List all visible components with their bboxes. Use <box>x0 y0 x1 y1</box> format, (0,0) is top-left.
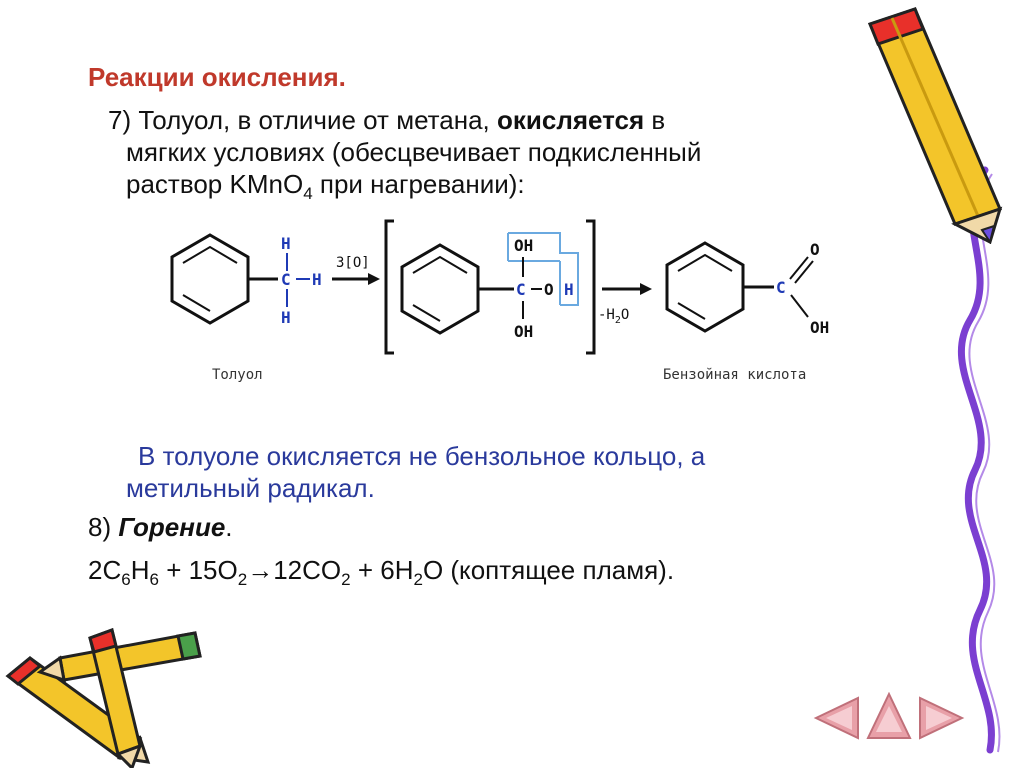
oxidant-label: 3[O] <box>336 255 370 271</box>
paragraph-7: 7) Толуол, в отличие от метана, окисляет… <box>108 104 908 203</box>
group-oh-acid: OH <box>810 318 829 337</box>
bold-word: окисляется <box>497 105 645 135</box>
text-a: Толуол, в отличие от метана, <box>138 105 490 135</box>
line-2: мягких условиях (обесцвечивает подкислен… <box>126 137 702 167</box>
group-oh-top: OH <box>514 236 533 255</box>
note-line-1: В толуоле окисляется не бензольное кольц… <box>138 441 706 471</box>
pencil-bundle-icon <box>5 628 202 768</box>
pencil-icon <box>867 7 1003 244</box>
vine-decoration <box>957 166 1001 754</box>
atom-h-right: H <box>312 270 322 289</box>
combustion-equation: 2C6H6 + 15O2→12CO2 + 6H2O (коптящее плам… <box>88 555 675 589</box>
title-dot: . <box>225 512 233 542</box>
benzene-ring-3 <box>665 241 745 333</box>
combustion-title: Горение <box>118 512 226 542</box>
item-number: 7) <box>108 105 132 135</box>
note-line-2: метильный радикал. <box>126 473 375 503</box>
atom-o-mid: O <box>544 280 554 299</box>
atom-o-double: O <box>810 240 820 259</box>
note-paragraph: В толуоле окисляется не бензольное кольц… <box>126 440 926 504</box>
atom-h-bottom: H <box>281 308 291 327</box>
nav-next-icon[interactable] <box>918 696 966 740</box>
atom-h-top: H <box>281 234 291 253</box>
atom-h-mid: H <box>564 280 574 299</box>
nav-home-icon[interactable] <box>866 692 912 740</box>
item-number-8: 8) <box>88 512 112 542</box>
paragraph-8: 8) Горение. <box>88 512 233 543</box>
arrow-icon: → <box>247 555 274 585</box>
benzene-ring-2 <box>400 243 480 335</box>
label-benzoic-acid: Бензойная кислота <box>663 367 806 383</box>
minus-water-label: -H2O <box>598 307 629 326</box>
text-b: в <box>651 105 666 135</box>
atom-c3: C <box>776 278 786 297</box>
benzene-ring-1 <box>170 233 250 325</box>
nav-prev-icon[interactable] <box>812 696 860 740</box>
reaction-scheme: H C H H 3[O] OH C O H OH <box>170 219 829 383</box>
group-oh-bottom: OH <box>514 322 533 341</box>
slide-title: Реакции окисления. <box>88 62 346 92</box>
label-toluene: Толуол <box>212 367 263 383</box>
line-3: раствор KMnO4 при нагревании): <box>126 169 525 203</box>
atom-c1: C <box>281 270 291 289</box>
atom-c2: C <box>516 280 526 299</box>
